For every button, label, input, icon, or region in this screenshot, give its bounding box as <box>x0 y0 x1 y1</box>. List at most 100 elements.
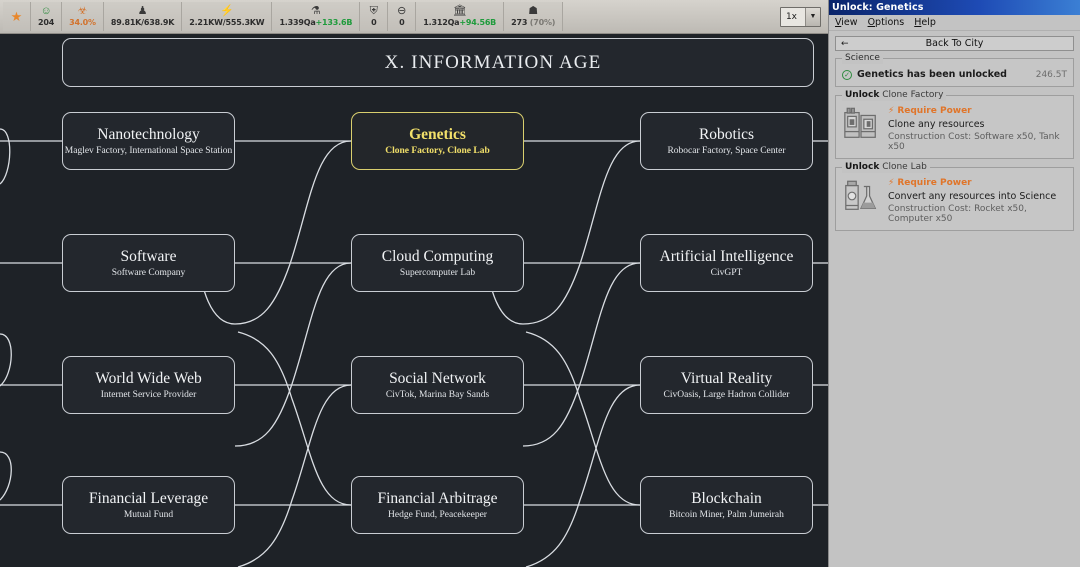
stat-science[interactable]: ⚗ 1.339Qa+133.6B <box>272 2 361 31</box>
approval-icon: ☗ <box>528 5 539 17</box>
tech-node-financial-arbitrage[interactable]: Financial Arbitrage Hedge Fund, Peacekee… <box>351 476 524 534</box>
tech-node-social-network[interactable]: Social Network CivTok, Marina Bay Sands <box>351 356 524 414</box>
unlock-clone-lab-row[interactable]: ⚡ Require Power Convert any resources in… <box>842 177 1067 224</box>
unlock-description: Clone any resources <box>888 119 985 130</box>
require-power-status: ⚡ Require Power <box>888 106 1067 116</box>
science-row[interactable]: ✓ Genetics has been unlocked 246.5T <box>842 68 1067 80</box>
tech-node-financial-leverage[interactable]: Financial Leverage Mutual Fund <box>62 476 235 534</box>
science-value: 1.339Qa <box>279 18 316 27</box>
menu-item-options[interactable]: Options <box>867 17 905 28</box>
unlock-name: Clone Factory <box>882 90 944 100</box>
tech-node-title: Genetics <box>409 125 466 143</box>
unlock-clone-factory-row[interactable]: ⚡ Require Power Clone any resources Cons… <box>842 105 1067 152</box>
stat-trade[interactable]: ⛨ 0 <box>360 2 389 31</box>
game-speed-select[interactable]: 1x ▼ <box>779 6 821 27</box>
pollution-value: 34.0% <box>69 18 96 27</box>
menu-item-view[interactable]: View <box>835 17 858 28</box>
back-to-city-button[interactable]: ← Back To City <box>835 36 1074 51</box>
unlock-clone-factory-group: Unlock Clone Factory <box>835 90 1074 159</box>
game-viewport: ★ ☺ 204 ☣ 34.0% ♟ 89.81K/638.9K ⚡ 2.21KW… <box>0 0 828 567</box>
stat-approval[interactable]: ☗ 273 (70%) <box>504 2 564 31</box>
window-menubar: View Options Help <box>829 15 1080 31</box>
menu-item-help[interactable]: Help <box>914 17 936 28</box>
tech-node-title: Financial Leverage <box>88 489 209 507</box>
tech-node-cloud-computing[interactable]: Cloud Computing Supercomputer Lab <box>351 234 524 292</box>
tech-node-subtitle: CivOasis, Large Hadron Collider <box>663 389 790 400</box>
tech-node-artificial-intelligence[interactable]: Artificial Intelligence CivGPT <box>640 234 813 292</box>
unlock-prefix: Unlock <box>845 90 880 100</box>
check-circle-icon: ✓ <box>842 69 852 80</box>
tech-node-subtitle: Supercomputer Lab <box>399 267 476 278</box>
tech-node-title: Blockchain <box>691 489 762 507</box>
tech-node-virtual-reality[interactable]: Virtual Reality CivOasis, Large Hadron C… <box>640 356 813 414</box>
science-group: Science ✓ Genetics has been unlocked 246… <box>835 53 1074 87</box>
unlock-prefix: Unlock <box>845 162 880 172</box>
pollution-icon: ☣ <box>77 5 88 17</box>
unlock-cost: Construction Cost: Rocket x50, Computer … <box>888 204 1027 224</box>
clone-factory-icon <box>844 107 876 138</box>
back-to-city-label: Back To City <box>925 38 984 49</box>
unlock-description: Convert any resources into Science <box>888 191 1057 202</box>
tech-node-robotics[interactable]: Robotics Robocar Factory, Space Center <box>640 112 813 170</box>
chevron-down-icon[interactable]: ▼ <box>805 7 820 26</box>
approval-percent: (70%) <box>529 18 556 27</box>
stat-happiness[interactable]: ☺ 204 <box>31 2 63 31</box>
blocked-icon: ⊖ <box>397 5 407 17</box>
tech-node-title: Cloud Computing <box>381 247 494 265</box>
unlock-cost: Construction Cost: Software x50, Tank x5… <box>888 132 1060 152</box>
tech-node-nanotechnology[interactable]: Nanotechnology Maglev Factory, Internati… <box>62 112 235 170</box>
treasury-icon: 🏛 <box>452 5 467 17</box>
stat-population[interactable]: ♟ 89.81K/638.9K <box>103 2 183 31</box>
panel-body: ← Back To City Science ✓ Genetics has be… <box>829 31 1080 244</box>
era-banner: X. INFORMATION AGE <box>62 38 814 87</box>
unlock-clone-lab-legend: Unlock Clone Lab <box>842 162 930 173</box>
unlock-panel: Unlock: Genetics View Options Help ← Bac… <box>828 0 1080 567</box>
clone-lab-icon <box>845 180 877 210</box>
tech-node-world-wide-web[interactable]: World Wide Web Internet Service Provider <box>62 356 235 414</box>
tech-node-software[interactable]: Software Software Company <box>62 234 235 292</box>
unlock-name: Clone Lab <box>882 162 927 172</box>
tech-node-subtitle: CivTok, Marina Bay Sands <box>385 389 490 400</box>
happiness-value: 204 <box>38 18 55 27</box>
stat-star[interactable]: ★ <box>3 2 31 31</box>
blocked-value: 0 <box>399 18 405 27</box>
tech-node-subtitle: Internet Service Provider <box>100 389 197 400</box>
tech-node-title: World Wide Web <box>95 369 202 387</box>
tech-tree: X. INFORMATION AGE Nanotechnology Maglev… <box>0 34 828 567</box>
power-value: 2.21KW/555.3KW <box>189 18 265 27</box>
require-power-label: Require Power <box>897 106 972 116</box>
population-value: 89.81K/638.9K <box>110 18 175 27</box>
stat-power[interactable]: ⚡ 2.21KW/555.3KW <box>182 2 273 31</box>
approval-value: 273 <box>511 18 528 27</box>
trade-icon: ⛨ <box>369 5 378 17</box>
tech-node-subtitle: Maglev Factory, International Space Stat… <box>64 145 233 156</box>
science-amount: 246.5T <box>1035 69 1067 80</box>
science-icon: ⚗ <box>310 5 321 17</box>
tech-node-subtitle: Hedge Fund, Peacekeeper <box>388 509 487 520</box>
tech-node-title: Financial Arbitrage <box>377 489 498 507</box>
require-power-label: Require Power <box>897 178 972 188</box>
require-power-status: ⚡ Require Power <box>888 178 1067 188</box>
tech-node-subtitle: Clone Factory, Clone Lab <box>385 145 490 156</box>
tech-node-blockchain[interactable]: Blockchain Bitcoin Miner, Palm Jumeirah <box>640 476 813 534</box>
window-titlebar[interactable]: Unlock: Genetics <box>829 0 1080 15</box>
treasury-gain: +94.56B <box>459 18 497 27</box>
tech-node-title: Social Network <box>389 369 486 387</box>
stat-blocked[interactable]: ⊖ 0 <box>388 2 417 31</box>
tech-node-genetics[interactable]: Genetics Clone Factory, Clone Lab <box>351 112 524 170</box>
stat-pollution[interactable]: ☣ 34.0% <box>62 2 104 31</box>
unlock-clone-lab-group: Unlock Clone Lab <box>835 162 1074 231</box>
window-title: Unlock: Genetics <box>832 2 924 13</box>
unlock-clone-lab-text: ⚡ Require Power Convert any resources in… <box>888 177 1067 224</box>
tech-node-title: Nanotechnology <box>97 125 200 143</box>
tech-node-subtitle: Robocar Factory, Space Center <box>667 145 786 156</box>
science-label: Genetics has been unlocked <box>857 69 1007 80</box>
treasury-value: 1.312Qa <box>423 18 460 27</box>
game-speed-value: 1x <box>785 11 797 22</box>
arrow-left-icon: ← <box>841 38 849 49</box>
science-group-legend: Science <box>842 53 883 64</box>
tech-node-subtitle: Bitcoin Miner, Palm Jumeirah <box>669 509 784 520</box>
tech-tree-links <box>0 128 828 567</box>
stat-treasury[interactable]: 🏛 1.312Qa+94.56B <box>416 2 505 31</box>
